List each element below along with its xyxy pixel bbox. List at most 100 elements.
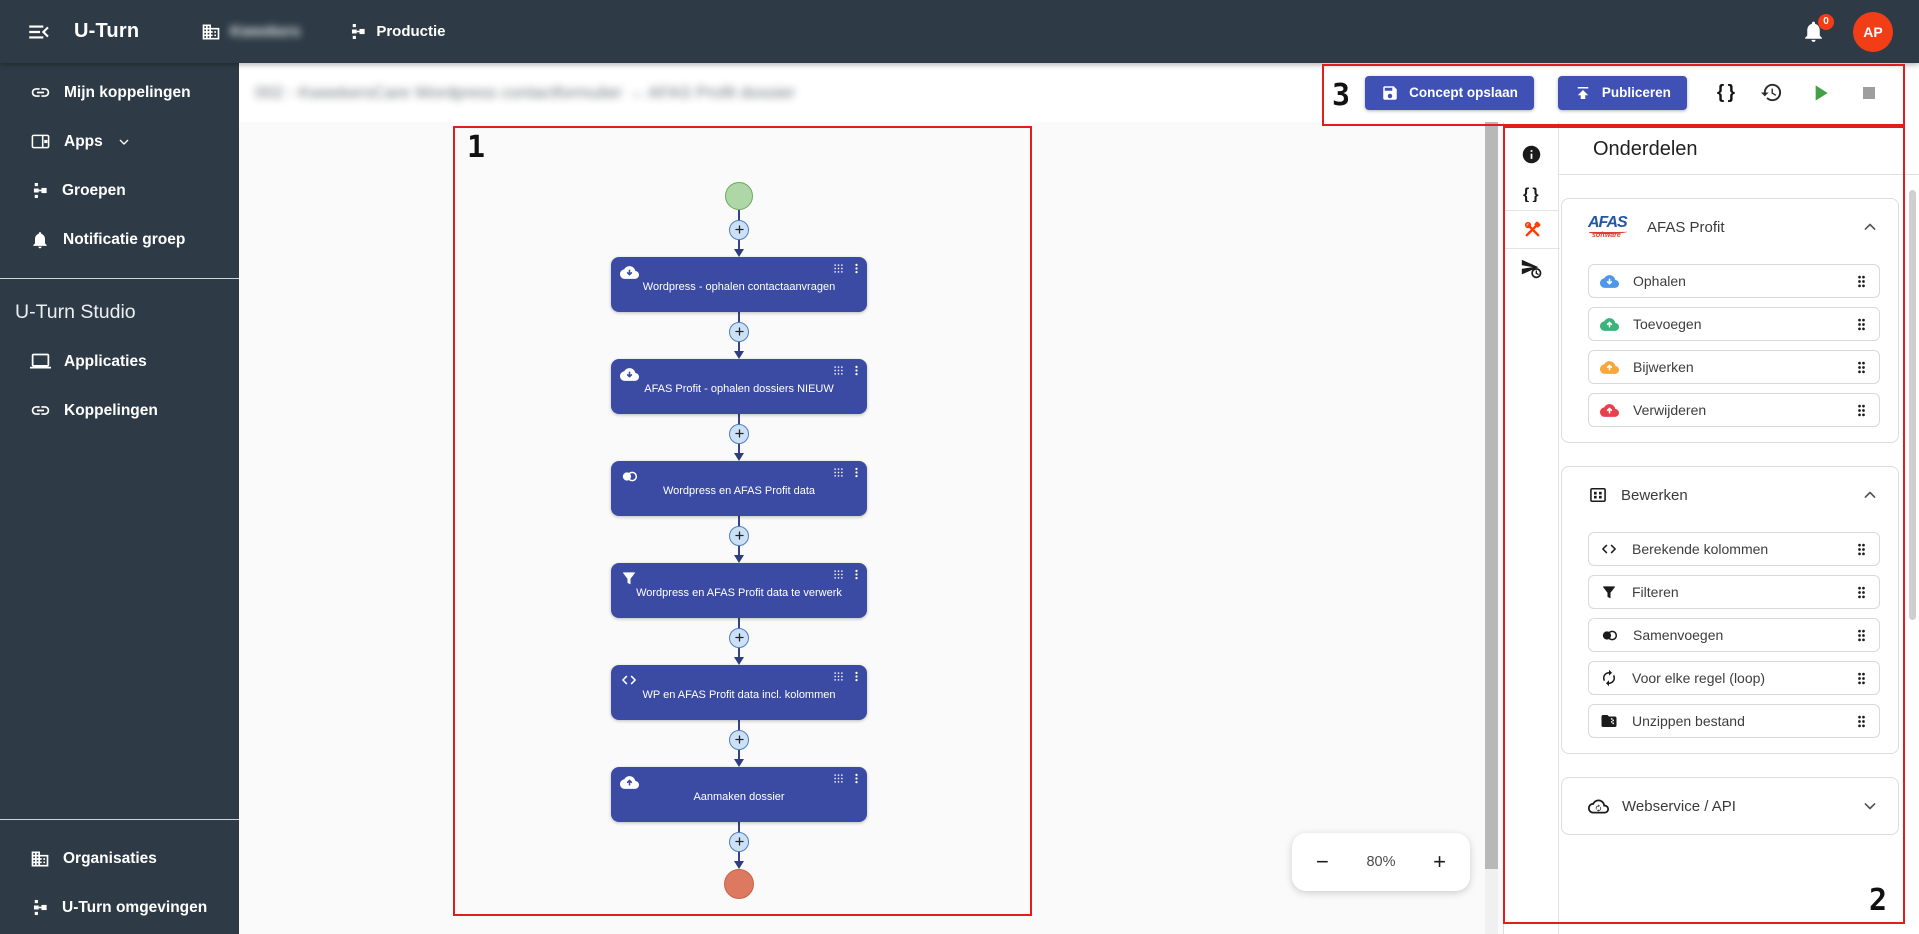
tab-scheduled-runs[interactable] (1504, 249, 1558, 287)
canvas-scrollbar[interactable] (1485, 122, 1498, 934)
add-step-button[interactable] (729, 831, 749, 852)
chevron-up-icon[interactable] (1860, 485, 1880, 505)
sidebar-item-applicaties[interactable]: Applicaties (0, 337, 239, 386)
drag-handle-icon[interactable] (1852, 712, 1871, 731)
top-navbar: U-Turn Kweekers Productie 0 AP (0, 0, 1919, 63)
avatar[interactable]: AP (1853, 11, 1893, 52)
menu-toggle-icon[interactable] (26, 19, 52, 45)
section-bewerken-header[interactable]: Bewerken (1562, 467, 1898, 523)
chevron-down-icon (116, 134, 132, 150)
history-button[interactable] (1760, 81, 1783, 104)
drag-handle-icon[interactable] (1852, 315, 1871, 334)
sidebar-item-uturn-omgevingen[interactable]: U-Turn omgevingen (0, 883, 239, 932)
drag-handle-icon[interactable] (1852, 669, 1871, 688)
add-step-button[interactable] (729, 423, 749, 444)
add-step-button[interactable] (729, 729, 749, 750)
workflow: Wordpress - ophalen contactaanvragen AFA… (611, 182, 867, 899)
drag-handle-icon[interactable] (832, 466, 845, 479)
notifications-button[interactable]: 0 (1801, 13, 1834, 45)
history-icon (1760, 81, 1783, 104)
flow-end-node[interactable] (724, 869, 754, 899)
component-ophalen[interactable]: Ophalen (1588, 264, 1880, 298)
node-title: AFAS Profit - ophalen dossiers NIEUW (644, 383, 834, 395)
panel-scrollbar[interactable] (1909, 190, 1916, 620)
add-step-button[interactable] (729, 219, 749, 240)
chevron-down-icon[interactable] (1860, 796, 1880, 816)
chevron-up-icon[interactable] (1860, 217, 1880, 237)
drag-handle-icon[interactable] (1852, 358, 1871, 377)
send-clock-icon (1520, 257, 1542, 279)
environment-switcher[interactable]: Productie (348, 22, 446, 41)
zoom-out-button[interactable]: − (1316, 849, 1329, 874)
flow-node[interactable]: Wordpress - ophalen contactaanvragen (611, 257, 867, 312)
flow-node[interactable]: Wordpress en AFAS Profit data te verwerk (611, 563, 867, 618)
tab-components[interactable] (1504, 211, 1560, 249)
plus-icon (733, 733, 746, 746)
more-vert-icon[interactable] (850, 670, 863, 683)
component-toevoegen[interactable]: Toevoegen (1588, 307, 1880, 341)
sidebar-item-apps[interactable]: Apps (0, 117, 239, 166)
arrow-down-icon (734, 351, 744, 359)
drag-handle-icon[interactable] (832, 772, 845, 785)
flow-node[interactable]: Aanmaken dossier (611, 767, 867, 822)
sidebar-item-mijn-koppelingen[interactable]: Mijn koppelingen (0, 68, 239, 117)
more-vert-icon[interactable] (850, 772, 863, 785)
building-icon (201, 22, 221, 42)
drag-handle-icon[interactable] (832, 670, 845, 683)
section-title: Bewerken (1621, 486, 1688, 504)
svg-text:{ }: { } (1523, 186, 1539, 202)
more-vert-icon[interactable] (850, 568, 863, 581)
section-webservice-api-header[interactable]: Webservice / API (1562, 778, 1898, 834)
tab-info[interactable] (1504, 135, 1558, 173)
flow-start-node[interactable] (725, 182, 753, 210)
component-bijwerken[interactable]: Bijwerken (1588, 350, 1880, 384)
save-icon (1381, 84, 1399, 102)
flow-node[interactable]: Wordpress en AFAS Profit data (611, 461, 867, 516)
cloud-upload-icon (1600, 401, 1619, 420)
sidebar-item-organisaties[interactable]: Organisaties (0, 834, 239, 883)
drag-handle-icon[interactable] (832, 262, 845, 275)
component-berekende-kolommen[interactable]: Berekende kolommen (1588, 532, 1880, 566)
connector (729, 414, 749, 461)
flow-node[interactable]: WP en AFAS Profit data incl. kolommen (611, 665, 867, 720)
run-button[interactable] (1807, 80, 1833, 106)
connector (729, 516, 749, 563)
component-unzippen-bestand[interactable]: Unzippen bestand (1588, 704, 1880, 738)
drag-handle-icon[interactable] (1852, 272, 1871, 291)
scrollbar-thumb[interactable] (1485, 122, 1498, 870)
add-step-button[interactable] (729, 627, 749, 648)
zoom-in-button[interactable]: + (1433, 849, 1446, 874)
flow-node[interactable]: AFAS Profit - ophalen dossiers NIEUW (611, 359, 867, 414)
laptop-icon (30, 351, 51, 372)
component-voor-elke-regel[interactable]: Voor elke regel (loop) (1588, 661, 1880, 695)
publish-button[interactable]: Publiceren (1557, 75, 1687, 110)
arrow-down-icon (734, 657, 744, 665)
drag-handle-icon[interactable] (832, 568, 845, 581)
sidebar-item-notificatie-groep[interactable]: Notificatie groep (0, 215, 239, 264)
drag-handle-icon[interactable] (832, 364, 845, 377)
drag-handle-icon[interactable] (1852, 583, 1871, 602)
sidebar-item-groepen[interactable]: Groepen (0, 166, 239, 215)
flow-canvas[interactable]: Wordpress - ophalen contactaanvragen AFA… (239, 122, 1503, 934)
component-verwijderen[interactable]: Verwijderen (1588, 393, 1880, 427)
more-vert-icon[interactable] (850, 364, 863, 377)
section-bewerken: Bewerken Berekende kolommen Filteren Sam… (1561, 466, 1899, 754)
component-samenvoegen[interactable]: Samenvoegen (1588, 618, 1880, 652)
drag-handle-icon[interactable] (1852, 540, 1871, 559)
add-step-button[interactable] (729, 321, 749, 342)
drag-handle-icon[interactable] (1852, 626, 1871, 645)
organization-switcher[interactable]: Kweekers (201, 22, 300, 42)
sidebar-item-koppelingen[interactable]: Koppelingen (0, 386, 239, 435)
save-draft-button[interactable]: Concept opslaan (1365, 75, 1534, 110)
drag-handle-icon[interactable] (1852, 401, 1871, 420)
tab-code[interactable]: { } (1504, 173, 1558, 211)
add-step-button[interactable] (729, 525, 749, 546)
section-afas-profit-header[interactable]: AFAS software AFAS Profit (1562, 199, 1898, 255)
code-icon (1600, 540, 1618, 558)
more-vert-icon[interactable] (850, 262, 863, 275)
code-view-button[interactable]: { } (1716, 81, 1735, 103)
stop-button[interactable] (1857, 81, 1881, 105)
node-title: Wordpress en AFAS Profit data te verwerk (636, 587, 842, 599)
component-filteren[interactable]: Filteren (1588, 575, 1880, 609)
more-vert-icon[interactable] (850, 466, 863, 479)
